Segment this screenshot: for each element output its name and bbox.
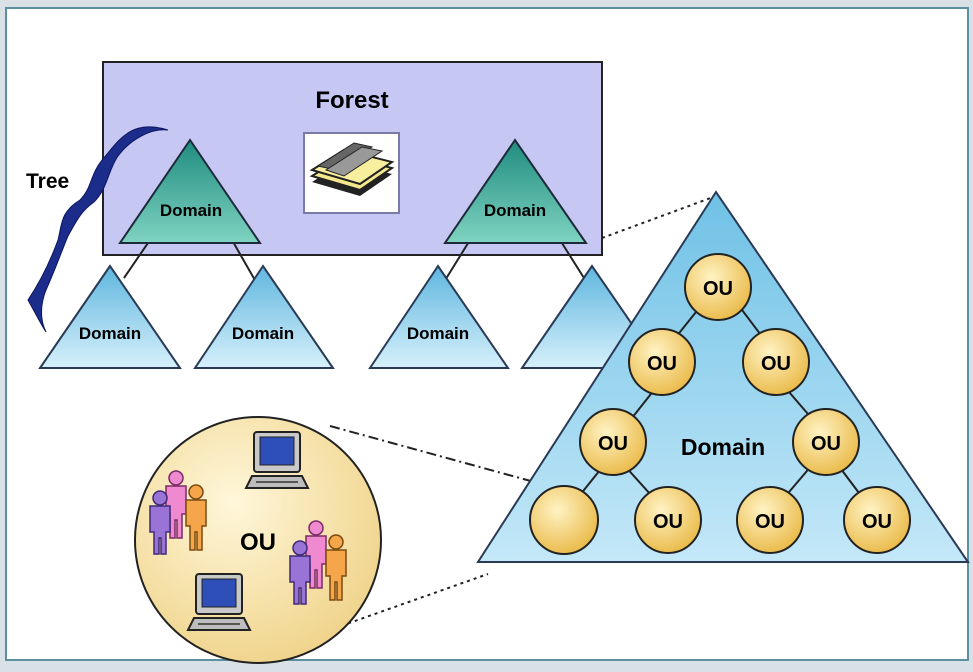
computer-icon <box>186 573 252 631</box>
ou-node-l3-2: OU <box>634 486 702 554</box>
child-domain-3 <box>368 264 510 369</box>
svg-text:OU: OU <box>647 353 677 375</box>
tree-connectors <box>123 239 585 283</box>
svg-text:OU: OU <box>811 433 841 455</box>
child-domain-1-label: Domain <box>79 324 141 343</box>
ou-node-l3-1-selected <box>529 485 599 555</box>
child-domain-2 <box>193 264 335 369</box>
child-domain-3-label: Domain <box>407 324 469 343</box>
ou-node-l3-4: OU <box>843 486 911 554</box>
svg-text:OU: OU <box>862 511 892 533</box>
ou-node-root: OU <box>684 253 752 321</box>
ou-node-l3-3: OU <box>736 486 804 554</box>
svg-text:OU: OU <box>653 511 683 533</box>
forest-domain-right <box>443 138 588 244</box>
user-group-icon <box>149 470 207 555</box>
computer-icon <box>244 431 310 489</box>
forest-domain-left-label: Domain <box>160 201 222 220</box>
ou-node-l2-left: OU <box>579 408 647 476</box>
database-icon <box>303 132 400 214</box>
child-domain-1 <box>38 264 182 369</box>
child-domain-2-label: Domain <box>232 324 294 343</box>
svg-text:OU: OU <box>761 353 791 375</box>
tree-brace-icon <box>27 126 169 333</box>
tree-label: Tree <box>26 170 69 193</box>
ou-detail-label: OU <box>240 529 276 556</box>
ou-node-l2-right: OU <box>792 408 860 476</box>
expanded-domain-label: Domain <box>681 434 765 460</box>
svg-text:OU: OU <box>755 511 785 533</box>
svg-text:OU: OU <box>703 278 733 300</box>
ou-node-l1-right: OU <box>742 328 810 396</box>
user-group-icon <box>289 520 347 605</box>
svg-text:OU: OU <box>598 433 628 455</box>
forest-label: Forest <box>315 87 388 114</box>
ou-node-l1-left: OU <box>628 328 696 396</box>
forest-domain-left <box>118 138 262 244</box>
zoom-lines-dashdot <box>329 425 539 484</box>
forest-domain-right-label: Domain <box>484 201 546 220</box>
